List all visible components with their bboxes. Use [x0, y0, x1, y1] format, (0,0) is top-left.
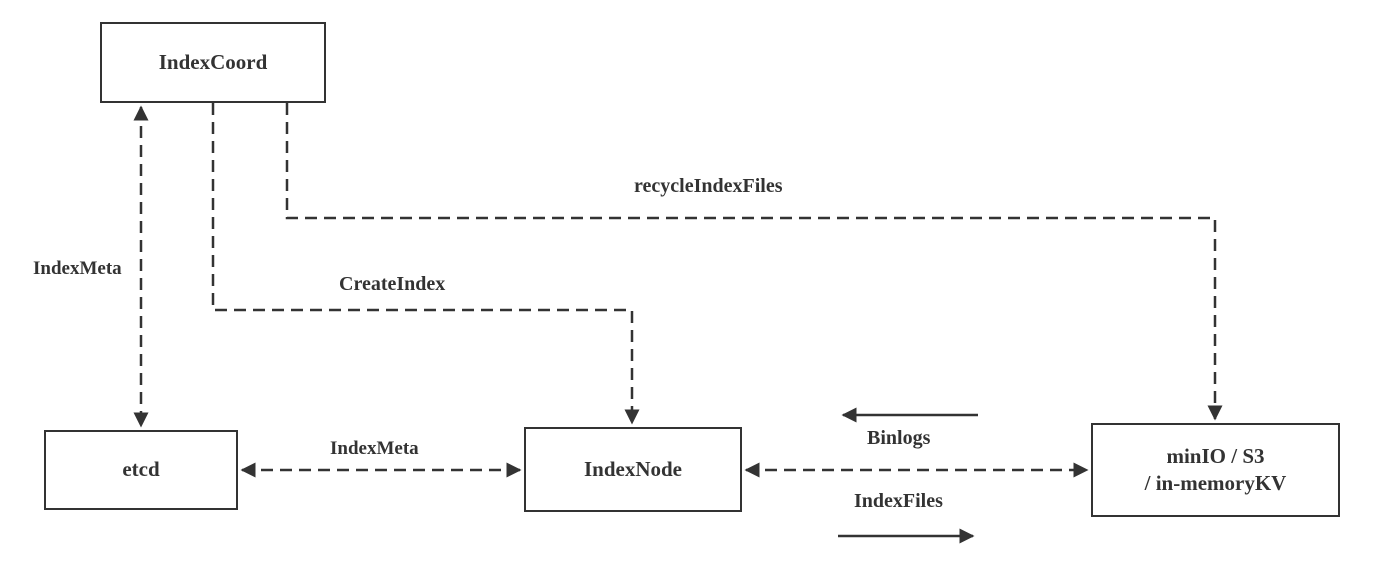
recycle-index-files-arrow: [285, 103, 1223, 421]
node-storage: minIO / S3 / in-memoryKV: [1091, 423, 1340, 517]
node-index-node-label: IndexNode: [583, 456, 683, 481]
edge-label-binlogs: Binlogs: [867, 427, 931, 449]
node-index-node: IndexNode: [524, 427, 742, 512]
node-index-coord-label: IndexCoord: [158, 49, 268, 74]
node-storage-label-line1: minIO / S3: [1166, 443, 1265, 468]
edge-label-recycle-index-files: recycleIndexFiles: [634, 175, 783, 197]
edge-label-index-files: IndexFiles: [854, 490, 943, 512]
create-index-arrow: [211, 103, 640, 425]
edge-label-index-meta-vertical: IndexMeta: [33, 258, 122, 279]
edge-label-create-index: CreateIndex: [339, 273, 446, 295]
node-index-coord: IndexCoord: [100, 22, 326, 103]
node-etcd-label: etcd: [122, 457, 160, 482]
node-etcd: etcd: [44, 430, 238, 510]
edge-label-index-meta-horizontal: IndexMeta: [330, 438, 419, 459]
node-storage-label-line2: / in-memoryKV: [1144, 471, 1287, 495]
